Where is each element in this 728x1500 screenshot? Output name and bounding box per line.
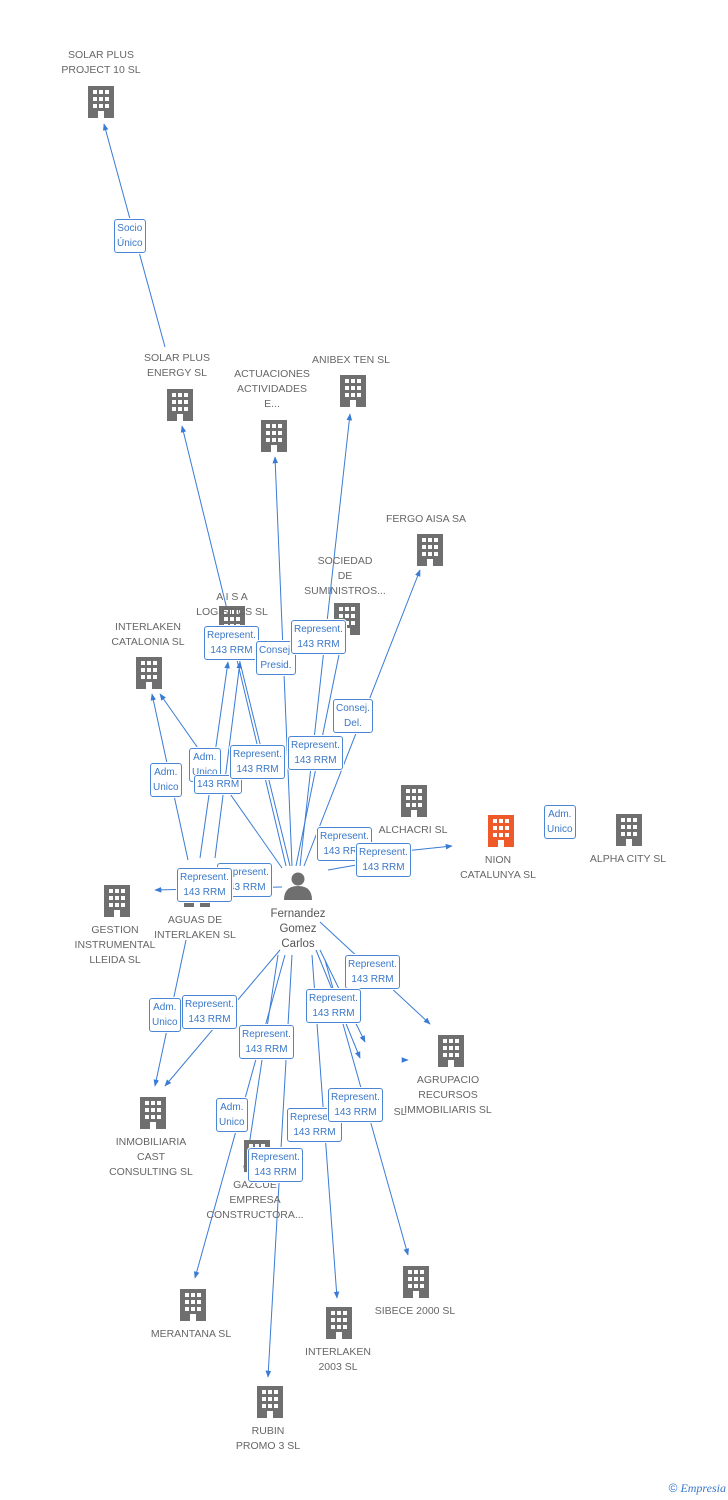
company-label[interactable]: SIBECE 2000 SL (374, 1305, 456, 1317)
company-label[interactable]: AGUAS DE INTERLAKEN SL (154, 914, 236, 941)
relationship-label[interactable]: Represent. 143 RRM (356, 843, 411, 877)
company-label[interactable]: SOLAR PLUS ENERGY SL (144, 352, 210, 379)
relationship-label[interactable]: Represent. 143 RRM (306, 989, 361, 1023)
relationship-label[interactable]: Represent. 143 RRM (230, 745, 285, 779)
company-label[interactable]: NION CATALUNYA SL (460, 854, 536, 881)
relationship-label[interactable]: 143 RRM (194, 775, 243, 794)
relationship-label[interactable]: Adm. Unico (216, 1098, 248, 1132)
company-building-icon[interactable] (438, 1035, 464, 1067)
company-label[interactable]: FERGO AISA SA (386, 513, 466, 525)
relationship-label[interactable]: Represent. 143 RRM (345, 955, 400, 989)
company-label[interactable]: RUBIN PROMO 3 SL (235, 1425, 301, 1452)
relationship-label[interactable]: Consej. Presid. (256, 641, 296, 675)
relationship-label[interactable]: Represent. 143 RRM (239, 1025, 294, 1059)
company-building-icon[interactable] (401, 785, 427, 817)
company-building-icon[interactable] (257, 1386, 283, 1418)
relationship-label[interactable]: Represent. 143 RRM (177, 868, 232, 902)
company-label[interactable]: AGRUPACIO RECURSOS IMMOBILIARIS SL (404, 1074, 492, 1116)
relationship-label[interactable]: Adm. Unico (544, 805, 576, 839)
company-label[interactable]: INTERLAKEN CATALONIA SL (111, 621, 185, 648)
company-label[interactable]: A I S A LOGISTICS SL (196, 591, 268, 618)
company-label[interactable]: SOCIEDAD DE SUMINISTROS... (304, 555, 386, 597)
company-label[interactable]: SOLAR PLUS PROJECT 10 SL (61, 49, 141, 76)
company-building-icon[interactable] (88, 86, 114, 118)
company-building-icon[interactable] (140, 1097, 166, 1129)
company-label[interactable]: ACTUACIONES ACTIVIDADES E... (234, 368, 310, 410)
relationship-label[interactable]: Adm. Unico (150, 763, 182, 797)
relationship-label[interactable]: Represent. 143 RRM (291, 620, 346, 654)
company-label[interactable]: ANIBEX TEN SL (311, 354, 390, 366)
company-label[interactable]: ALPHA CITY SL (589, 853, 667, 865)
company-label[interactable]: INTERLAKEN 2003 SL (305, 1346, 371, 1373)
relationship-label[interactable]: Represent. 143 RRM (287, 1108, 342, 1142)
person-icon[interactable] (284, 872, 312, 901)
relationship-label[interactable]: Represent. 143 RRM (328, 1088, 383, 1122)
icon-layer (88, 86, 642, 1418)
company-building-icon[interactable] (616, 814, 642, 846)
relationship-label[interactable]: Represent. 143 RRM (288, 736, 343, 770)
brand-name: Empresia (680, 1481, 726, 1495)
company-building-icon[interactable] (136, 657, 162, 689)
relationship-label[interactable]: Adm. Unico (149, 998, 181, 1032)
brand-footer[interactable]: ©Empresia (669, 1481, 726, 1496)
relationship-label[interactable]: Consej. Del. (333, 699, 373, 733)
company-label[interactable]: SL (393, 1106, 407, 1118)
relationship-label[interactable]: Represent. 143 RRM (204, 626, 259, 660)
company-building-icon[interactable] (403, 1266, 429, 1298)
company-label[interactable]: ALCHACRI SL (378, 824, 448, 836)
relationship-label[interactable]: Socio Único (114, 219, 146, 253)
company-label[interactable]: GESTION INSTRUMENTAL LLEIDA SL (74, 924, 156, 966)
company-building-icon[interactable] (488, 815, 514, 847)
company-label[interactable]: INMOBILIARIA CAST CONSULTING SL (109, 1136, 193, 1178)
relationship-label[interactable]: Represent. 143 RRM (248, 1148, 303, 1182)
relationship-label[interactable]: Represent. 143 RRM (182, 995, 237, 1029)
company-building-icon[interactable] (261, 420, 287, 452)
company-label[interactable]: GAZCUE EMPRESA CONSTRUCTORA... (206, 1179, 304, 1221)
copyright-symbol: © (668, 1481, 678, 1495)
company-label[interactable]: MERANTANA SL (150, 1328, 232, 1340)
relationship-edge (214, 661, 242, 859)
company-building-icon[interactable] (417, 534, 443, 566)
person-name[interactable]: Fernandez Gomez Carlos (270, 908, 326, 950)
relationship-edge (243, 954, 279, 1173)
company-building-icon[interactable] (180, 1289, 206, 1321)
company-building-icon[interactable] (340, 375, 366, 407)
company-building-icon[interactable] (167, 389, 193, 421)
